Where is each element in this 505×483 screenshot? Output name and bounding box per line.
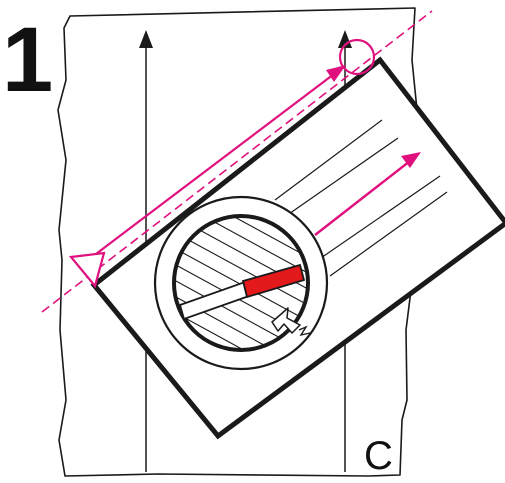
north-mark-icon (298, 325, 311, 337)
bearing-dashed-line (41, 10, 433, 313)
baseplate-compass (90, 56, 505, 440)
corner-label: C (364, 434, 393, 478)
plate-guide-line (329, 191, 448, 277)
plate-guide-line (317, 175, 441, 261)
step-number: 1 (2, 9, 54, 111)
orienting-arrow-icon (271, 307, 301, 334)
needle-north (241, 263, 306, 299)
meridian-arrowhead-left (139, 30, 153, 48)
plate-guide-line (274, 119, 383, 201)
route-arrow (95, 65, 346, 255)
target-circle-icon (338, 38, 376, 76)
start-triangle-icon (68, 251, 106, 289)
plate-guide-line (285, 137, 399, 217)
direction-arrow-icon (314, 152, 421, 236)
